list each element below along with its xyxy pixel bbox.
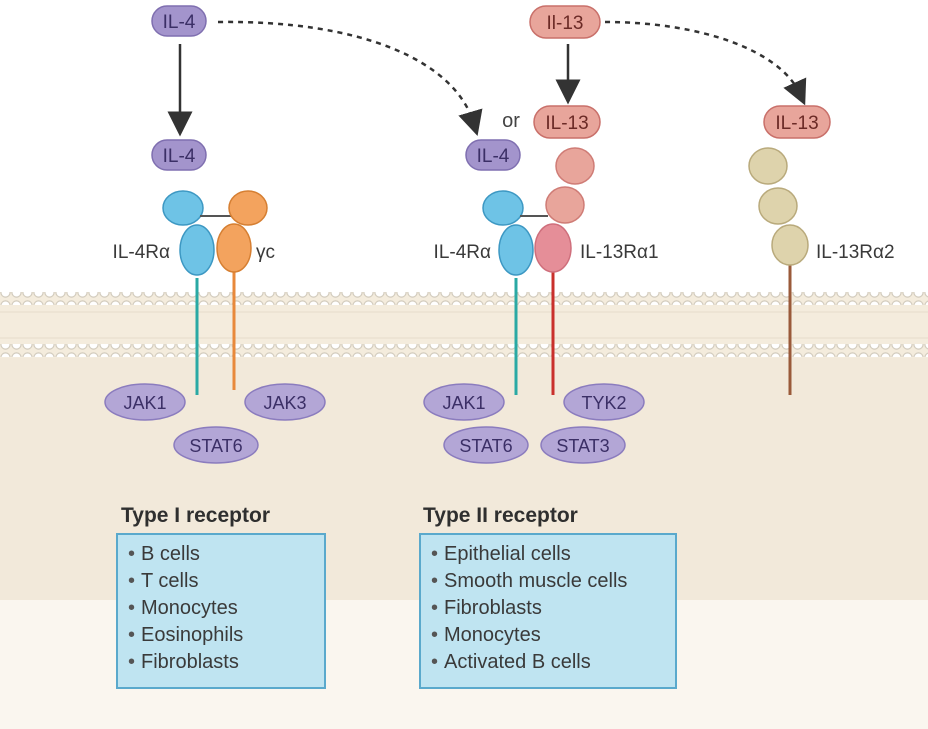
list-item: Fibroblasts	[128, 649, 324, 676]
il4-ligand-free-label: IL-4	[163, 12, 196, 33]
list-item: B cells	[128, 541, 324, 568]
il13-ligand-bound-decoy: IL-13	[763, 105, 831, 139]
type2-heading: Type II receptor	[423, 504, 578, 527]
il4-ligand-bound-type2: IL-4	[465, 139, 521, 171]
il13ra1-label: IL-13Rα1	[580, 242, 659, 263]
stat3-label: STAT3	[556, 436, 609, 456]
il13-ligand-bound-type2-label: IL-13	[545, 113, 588, 134]
il4-to-type2-dashed-arrow	[217, 20, 483, 136]
jak1-type1: JAK1	[104, 383, 186, 421]
tyk2-label: TYK2	[581, 393, 626, 413]
il4ra-chain-type1	[162, 190, 215, 395]
il4-ligand-bound-type1-label: IL-4	[163, 146, 196, 167]
cell-membrane	[0, 292, 928, 358]
gamma-c-label: γc	[256, 242, 275, 263]
list-item: Activated B cells	[431, 649, 675, 676]
il4ra-type2-label: IL-4Rα	[434, 242, 491, 263]
tyk2: TYK2	[563, 383, 645, 421]
type2-cell-list: Epithelial cells Smooth muscle cells Fib…	[419, 533, 677, 689]
il4ra-type1-label: IL-4Rα	[113, 242, 170, 263]
jak1-type2-label: JAK1	[442, 393, 485, 413]
list-item: T cells	[128, 568, 324, 595]
il13-ligand-free-label: Il-13	[547, 13, 584, 34]
list-item: Monocytes	[431, 622, 675, 649]
il4-ligand-bound-type1: IL-4	[151, 139, 207, 171]
il13-ligand-bound-decoy-label: IL-13	[775, 113, 818, 134]
list-item: Eosinophils	[128, 622, 324, 649]
il13-to-decoy-dashed-arrow	[604, 20, 807, 106]
jak1-type1-label: JAK1	[123, 393, 166, 413]
il13-ligand-free: Il-13	[529, 5, 601, 39]
il4-ligand-bound-type2-label: IL-4	[477, 146, 510, 167]
stat6-type1-label: STAT6	[189, 436, 242, 456]
type1-heading: Type I receptor	[121, 504, 270, 527]
il13ra1-chain	[534, 147, 595, 395]
or-label: or	[502, 110, 520, 132]
il13-ligand-bound-type2: IL-13	[533, 105, 601, 139]
stat6-type2-label: STAT6	[459, 436, 512, 456]
stat3: STAT3	[540, 426, 626, 464]
jak3-label: JAK3	[263, 393, 306, 413]
il13ra2-chain	[748, 147, 809, 395]
list-item: Monocytes	[128, 595, 324, 622]
jak3: JAK3	[244, 383, 326, 421]
list-item: Epithelial cells	[431, 541, 675, 568]
list-item: Fibroblasts	[431, 595, 675, 622]
type1-cell-list: B cells T cells Monocytes Eosinophils Fi…	[116, 533, 326, 689]
stat6-type2: STAT6	[443, 426, 529, 464]
il4ra-chain-type2	[482, 190, 534, 395]
il4-ligand-free: IL-4	[151, 5, 207, 37]
stat6-type1: STAT6	[173, 426, 259, 464]
gamma-c-chain	[216, 190, 268, 390]
il13ra2-label: IL-13Rα2	[816, 242, 895, 263]
list-item: Smooth muscle cells	[431, 568, 675, 595]
jak1-type2: JAK1	[423, 383, 505, 421]
